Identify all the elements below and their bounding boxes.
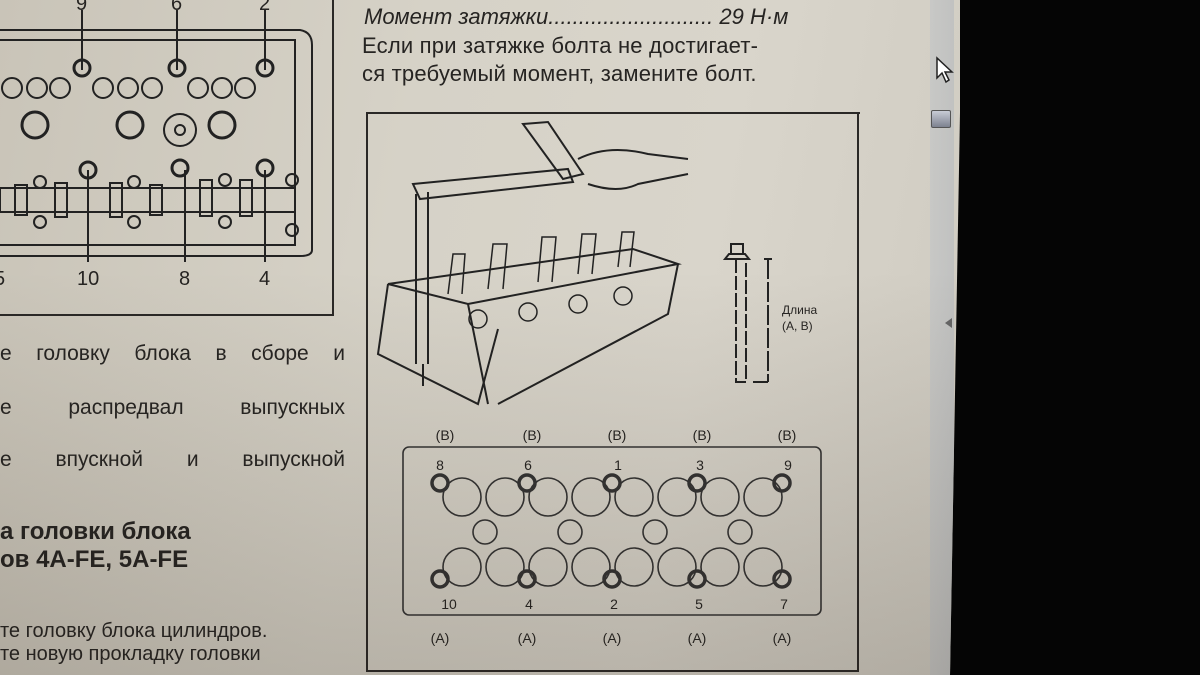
text-line: е распредвал выпускных	[0, 396, 345, 419]
bolt-group-marker: (B)	[693, 427, 712, 443]
bolt-length-label: Длина	[782, 303, 817, 317]
bolt-number: 5	[0, 268, 5, 290]
valve-port	[571, 477, 611, 517]
torque-spec: Момент затяжки..........................…	[364, 4, 788, 30]
divider	[366, 112, 860, 114]
head-bolt	[602, 473, 622, 493]
head-bolt	[772, 473, 792, 493]
valve-port	[485, 547, 525, 587]
scroll-arrow-icon[interactable]	[945, 318, 952, 328]
head-bolt	[602, 569, 622, 589]
bolt-order-number: 1	[614, 457, 622, 473]
torque-wrench-illustration	[376, 120, 689, 406]
para-line: Если при затяжке болта не достигает-	[362, 33, 759, 58]
bolt-length-label: (A, B)	[782, 319, 813, 333]
head-bolt	[517, 473, 537, 493]
valve-port	[442, 547, 482, 587]
bolt-order-number: 8	[436, 457, 444, 473]
valve-port	[700, 547, 740, 587]
bolt-number: 6	[171, 0, 182, 15]
camshaft-bolt-order-diagram: 9 6 2 5 10 8 4	[0, 0, 313, 290]
figure-frame-bottom	[0, 314, 334, 316]
valve-port	[657, 477, 697, 517]
spark-plug-hole	[472, 519, 498, 545]
spark-plug-hole	[642, 519, 668, 545]
text-line: е впускной и выпускной	[0, 448, 345, 471]
bolt-group-marker: (B)	[436, 427, 455, 443]
valve-port	[614, 547, 654, 587]
head-bolt	[430, 473, 450, 493]
text-line: е головку блока в сборе и	[0, 342, 345, 365]
bolt-number: 8	[179, 268, 190, 290]
head-bolt	[772, 569, 792, 589]
valve-port	[614, 477, 654, 517]
spark-plug-hole	[557, 519, 583, 545]
text-line: те головку блока цилиндров.	[0, 620, 268, 642]
head-bolt	[687, 569, 707, 589]
bolt-order-number: 4	[525, 596, 533, 612]
head-bolt	[687, 473, 707, 493]
bolt-order-number: 2	[610, 596, 618, 612]
figure-frame-right	[332, 0, 334, 316]
scrollbar-thumb[interactable]	[931, 110, 951, 128]
cylinder-head-bolt-plan: (B) 8 10 (A) (B) 6 4 (A) (B) 1 2 (A) (B) 3 5 (A) (B) 9 7 (A…	[402, 427, 822, 646]
bolt-number: 2	[259, 0, 270, 15]
bolt-group-marker: (A)	[688, 630, 707, 646]
bolt-number: 9	[76, 0, 87, 15]
bolt-order-number: 9	[784, 457, 792, 473]
valve-port	[657, 547, 697, 587]
vertical-scrollbar[interactable]	[930, 0, 954, 675]
head-bolt	[430, 569, 450, 589]
bolt-group-marker: (A)	[773, 630, 792, 646]
bolt-group-marker: (A)	[518, 630, 537, 646]
mouse-pointer-icon	[936, 56, 954, 84]
bolt-length-illustration	[722, 243, 772, 383]
figure-frame-left	[366, 112, 368, 672]
bolt-order-number: 5	[695, 596, 703, 612]
bolt-number: 10	[77, 268, 99, 290]
head-outline	[402, 446, 822, 616]
para-line: ся требуемый момент, замените болт.	[362, 61, 757, 86]
spark-plug-hole	[727, 519, 753, 545]
valve-port	[743, 477, 783, 517]
bolt-order-number: 7	[780, 596, 788, 612]
valve-port	[485, 477, 525, 517]
bolt-group-marker: (A)	[603, 630, 622, 646]
bolt-number: 4	[259, 268, 270, 290]
cylinder-head-torque-figure: Длина (A, B) (B)810(A)(B)64(A)(B)12(A)(B…	[376, 120, 822, 646]
text-line: те новую прокладку головки	[0, 643, 261, 665]
bolt-group-marker: (A)	[431, 630, 450, 646]
section-heading: а головки блока	[0, 518, 191, 545]
document-page: Момент затяжки..........................…	[0, 0, 960, 675]
valve-port	[700, 477, 740, 517]
head-bolt	[517, 569, 537, 589]
valve-port	[743, 547, 783, 587]
bolt-group-marker: (B)	[523, 427, 542, 443]
bolt-order-number: 6	[524, 457, 532, 473]
torque-leader-dots: ...........................	[548, 4, 714, 29]
valve-port	[571, 547, 611, 587]
section-heading: ов 4A-FE, 5A-FE	[0, 546, 189, 573]
bolt-group-marker: (B)	[778, 427, 797, 443]
bolt-order-number: 3	[696, 457, 704, 473]
valve-port	[528, 477, 568, 517]
figure-frame-right	[857, 112, 859, 672]
torque-value: 29 Н·м	[719, 4, 789, 29]
torque-label: Момент затяжки	[364, 4, 549, 29]
bolt-order-number: 10	[441, 596, 457, 612]
valve-port	[442, 477, 482, 517]
bolt-group-marker: (B)	[608, 427, 627, 443]
figure-frame-bottom	[366, 670, 859, 672]
valve-port	[528, 547, 568, 587]
